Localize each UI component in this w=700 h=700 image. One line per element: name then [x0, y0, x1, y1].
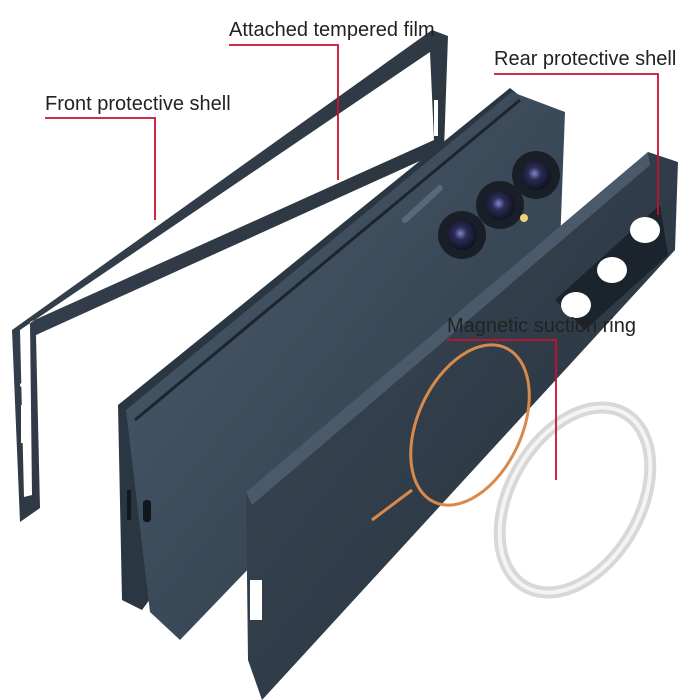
phone-hinge-line — [134, 98, 521, 422]
rear-shell-lens-hole-1 — [630, 217, 660, 243]
label-attached-tempered-film: Attached tempered film — [229, 19, 435, 41]
callout-rear-shell — [494, 73, 659, 215]
callout-lines — [45, 44, 659, 480]
rear-shell-edge — [246, 152, 650, 505]
label-rear-protective-shell: Rear protective shell — [494, 48, 677, 70]
front-shell-button-slot — [434, 100, 438, 136]
front-protective-shell — [12, 30, 448, 522]
camera-lens-top-glass — [521, 160, 551, 190]
rear-shell-lens-hole-3 — [561, 292, 591, 318]
camera-lens-bottom-glass — [447, 220, 477, 250]
rear-protective-shell — [246, 152, 678, 700]
label-front-protective-shell: Front protective shell — [45, 93, 231, 115]
phone-port — [143, 500, 151, 522]
front-shell-port-slot — [21, 405, 25, 443]
label-magnetic-suction-ring: Magnetic suction ring — [447, 315, 636, 337]
callout-tempered-film — [229, 44, 339, 180]
rear-shell-corner-notch — [250, 580, 262, 620]
camera-lens-middle-glass — [485, 190, 515, 220]
camera-module — [438, 151, 560, 259]
callout-front-shell — [45, 117, 156, 220]
callout-suction-ring — [447, 339, 557, 480]
magnetic-ring-alignment-line — [371, 488, 413, 522]
front-shell-hole — [20, 383, 24, 387]
camera-flash — [520, 214, 528, 222]
front-shell-inner-cut — [20, 52, 434, 497]
rear-shell-lens-hole-2 — [597, 257, 627, 283]
steel-ring-highlight — [497, 405, 653, 595]
phone-port-speaker — [127, 490, 131, 520]
magnetic-suction-ring — [493, 401, 657, 599]
phone-side-buttons — [402, 185, 443, 223]
magnetic-ring-orange — [409, 343, 531, 507]
